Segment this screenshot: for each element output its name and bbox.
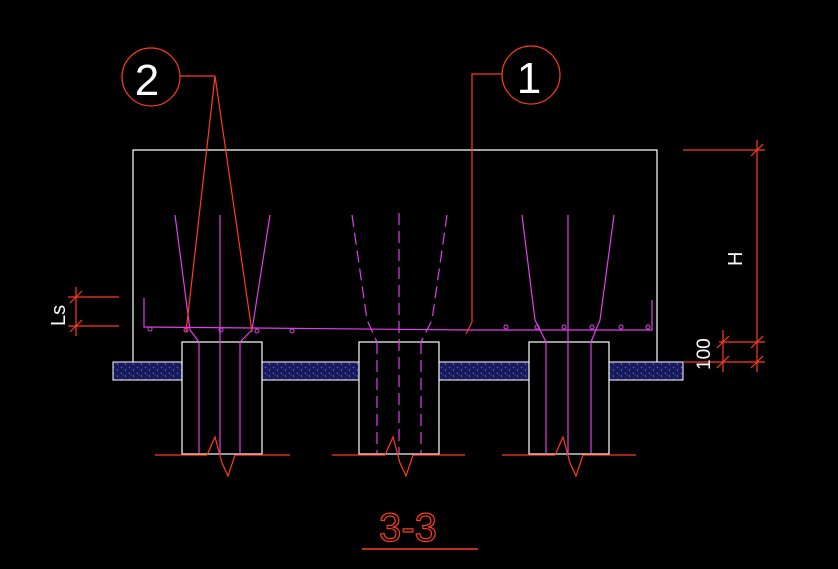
dimension-height (683, 140, 765, 372)
pile-break-lines (155, 435, 636, 478)
section-title: 3-3 (362, 505, 478, 551)
rebar-dots (147, 324, 651, 334)
callout-1: 1 (465, 45, 561, 335)
pile-left (181, 341, 263, 455)
dimension-lap (68, 287, 119, 336)
pile-right (528, 341, 610, 455)
piles (181, 341, 610, 455)
section-title-text: 3-3 (379, 506, 437, 550)
middle-pile-dashed-bars (351, 213, 448, 453)
callout-2: 2 (121, 47, 253, 333)
dimension-height-label: H (725, 252, 747, 266)
cap-bottom-rebar (143, 298, 653, 331)
pile-rebars (174, 214, 615, 453)
dimension-cover-label: 100 (694, 338, 715, 370)
pile-cap-outline (132, 149, 658, 362)
callout-1-number: 1 (517, 54, 541, 103)
dimension-lap-label: Ls (48, 305, 70, 326)
callout-2-number: 2 (135, 56, 159, 105)
